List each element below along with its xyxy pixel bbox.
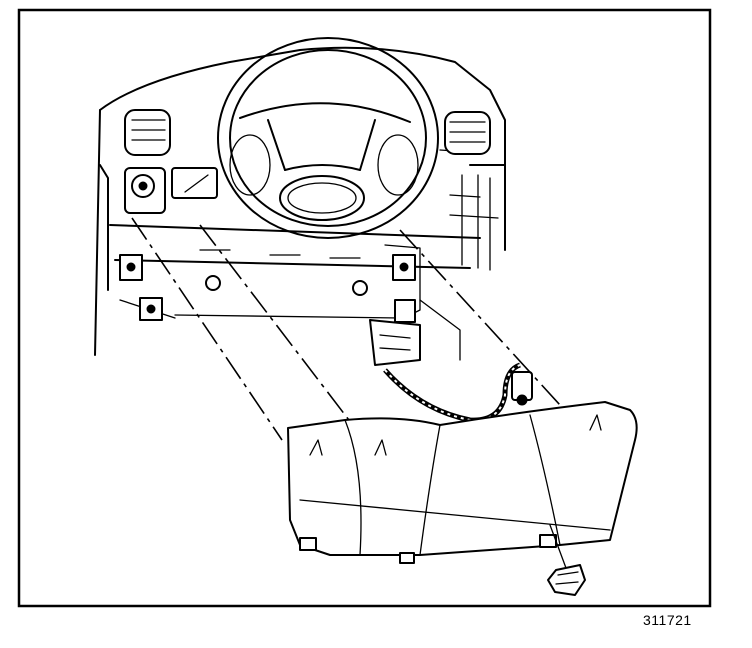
steering-column [369,319,421,366]
retainer-hole-right [352,280,368,296]
panel-bracket-right [392,254,416,323]
alignment-lines [131,217,561,441]
retainer-hole-left [205,275,221,291]
switch-panel [171,167,218,199]
steering-wheel [217,37,439,239]
figure-number: 311721 [643,612,692,628]
headlamp-switch [124,167,166,214]
knee-bolster [287,401,638,564]
figure-frame [17,8,712,608]
wiring-harness [383,362,533,423]
bolster-bolt [547,524,586,596]
air-vent-right [444,111,491,155]
panel-bracket-left [119,254,163,321]
air-vent-left [124,109,171,156]
